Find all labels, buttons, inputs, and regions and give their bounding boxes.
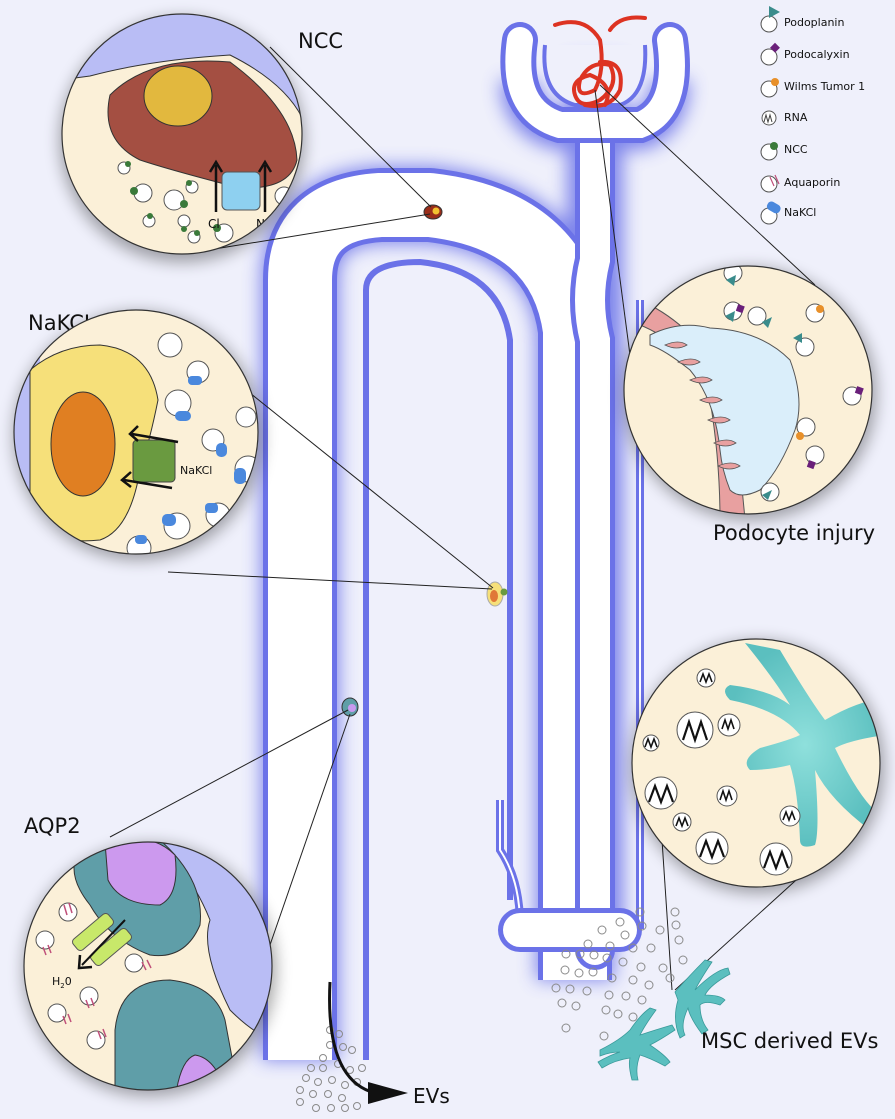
double-bar-pink-icon (760, 175, 778, 193)
connector-lines (109, 46, 816, 991)
glomerulus-capillary (553, 15, 647, 108)
legend-item-aquaporin: Aquaporin (760, 174, 840, 193)
msc-title: MSC derived EVs (701, 1029, 878, 1053)
triangle-teal-icon (760, 15, 778, 33)
cl-label: Cl (208, 217, 220, 231)
legend-item-ncc: NCC (760, 142, 808, 161)
nakcl-transporter-label: NaKCl (180, 464, 212, 477)
ncc-title: NCC (298, 29, 343, 53)
svg-text:Podoplanin: Podoplanin (784, 16, 844, 29)
podocyte-title: Podocyte injury (713, 521, 875, 545)
msc-inset (631, 638, 884, 893)
flow-arrowhead (368, 1082, 408, 1104)
legend-item-nakcl: NaKCl (760, 201, 816, 225)
nakcl-transporter (132, 439, 176, 483)
nakcl-inset: NaKCl (13, 309, 262, 560)
legend-item-wilms-tumor-1: Wilms Tumor 1 (760, 78, 865, 98)
svg-text:NCC: NCC (784, 143, 808, 156)
svg-text:Aquaporin: Aquaporin (784, 176, 840, 189)
msc-ev-cluster (551, 907, 688, 1041)
water-label: H20 (52, 975, 72, 990)
ncc-transporter (221, 171, 261, 211)
ncc-inset: Cl Na (60, 13, 304, 262)
svg-text:Wilms Tumor 1: Wilms Tumor 1 (784, 80, 865, 93)
aqp2-title: AQP2 (24, 814, 81, 838)
podocyte-inset (623, 265, 876, 520)
aqp2-inset: H20 (23, 841, 276, 1096)
evs-label: EVs (413, 1084, 450, 1108)
diamond-purple-icon (760, 48, 778, 66)
legend: Podoplanin Podocalyxin Wilms Tumor 1 RNA… (760, 6, 865, 225)
legend-item-rna: RNA (761, 110, 808, 126)
nephron-tubule (261, 22, 690, 1060)
legend-item-podocalyxin: Podocalyxin (760, 42, 850, 66)
legend-item-podoplanin: Podoplanin (760, 6, 844, 33)
svg-text:NaKCl: NaKCl (784, 206, 816, 219)
svg-text:RNA: RNA (784, 111, 808, 124)
flow-arrow (328, 981, 376, 1095)
msc-cell-small (597, 959, 731, 1081)
svg-text:Podocalyxin: Podocalyxin (784, 48, 850, 61)
msc-cell (725, 643, 880, 847)
